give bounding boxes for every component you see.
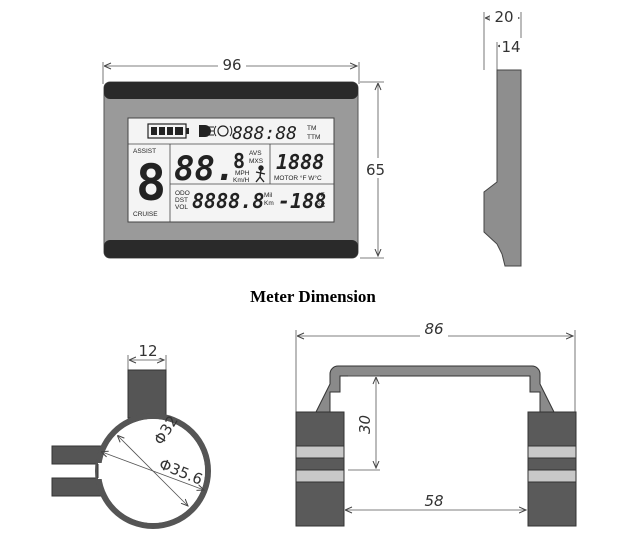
bracket-width-label: 86	[424, 320, 443, 338]
side-profile	[483, 69, 522, 267]
side-total-label: 20	[494, 8, 513, 26]
left-clamp-block-bottom	[295, 481, 345, 527]
right-clamp-band	[527, 445, 577, 459]
temperature-display: -188	[278, 189, 326, 213]
motor-display: 1888	[276, 150, 324, 174]
bottom-bezel	[104, 240, 358, 258]
clamp-stem	[127, 369, 167, 419]
celsius-label: °C	[318, 201, 326, 209]
bracket-view: 86 30 58	[295, 320, 577, 527]
ttm-label: TTM	[307, 134, 320, 141]
odo-display: 8888.8	[192, 189, 264, 213]
km-label: Km	[264, 200, 274, 207]
dst-label: DST	[175, 197, 188, 204]
front-view: 96 65	[102, 56, 398, 259]
mph-label: MPH	[235, 170, 250, 177]
small-digit: 8	[233, 149, 245, 173]
battery-icon	[147, 123, 189, 139]
speed-display: 88.	[174, 149, 235, 189]
avs-label: AVS	[249, 150, 262, 157]
bracket-height-label: 30	[356, 415, 374, 434]
outer-diameter-line	[102, 452, 204, 490]
brake-warning-icon	[213, 125, 233, 137]
tm-label: TM	[307, 125, 316, 132]
right-clamp-block-top	[527, 411, 577, 447]
front-height-label: 65	[366, 161, 385, 179]
diagram-title: Meter Dimension	[250, 287, 376, 306]
bracket-inner-label: 58	[424, 492, 443, 510]
clock-display: 888:88	[232, 123, 297, 144]
odo-label: ODO	[175, 190, 190, 197]
left-clamp-block-top	[295, 411, 345, 447]
walk-icon	[255, 165, 266, 183]
motor-label: MOTOR °F W°C	[274, 174, 322, 182]
side-top-label: 14	[501, 38, 520, 56]
side-view: 20 14	[483, 8, 522, 267]
fahrenheit-label: °F	[318, 191, 325, 199]
assist-digit: 8	[136, 154, 166, 212]
clamp-width-label: 12	[138, 342, 157, 360]
cruise-label: CRUISE	[133, 211, 158, 218]
front-width-label: 96	[222, 56, 241, 74]
mxs-label: MXS	[249, 158, 264, 165]
top-bezel	[104, 82, 358, 99]
right-clamp-block-bottom	[527, 481, 577, 527]
assist-label: ASSIST	[133, 148, 156, 155]
clamp-view: 12 Φ32 Φ35.6	[51, 342, 211, 529]
mil-label: Mil	[264, 192, 273, 199]
left-clamp-band	[295, 445, 345, 459]
headlight-icon	[199, 125, 214, 137]
u-bracket	[315, 365, 555, 413]
kmh-label: Km/H	[233, 177, 250, 184]
vol-label: VOL	[175, 204, 188, 211]
